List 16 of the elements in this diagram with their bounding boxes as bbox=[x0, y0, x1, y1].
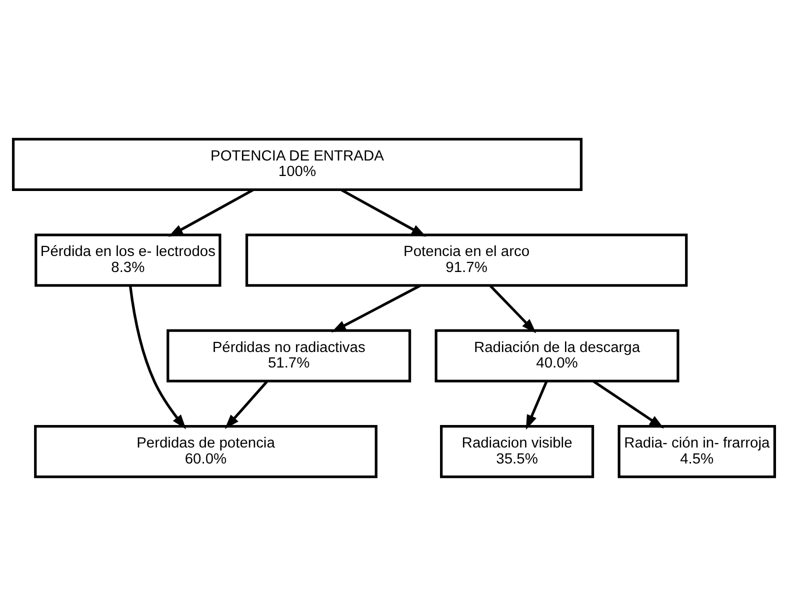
arrow bbox=[331, 284, 421, 332]
node-box: Perdidas de potencia 60.0% bbox=[34, 425, 378, 478]
arrow bbox=[592, 380, 664, 428]
node-box: Pérdidas no radiactivas 51.7% bbox=[166, 329, 412, 382]
arrow bbox=[224, 380, 268, 430]
node-box: Radiación de la descarga 40.0% bbox=[434, 329, 680, 382]
arrow bbox=[128, 285, 186, 430]
arrow bbox=[489, 284, 536, 334]
node-box: Radiacion visible 35.5% bbox=[440, 425, 594, 478]
arrow bbox=[340, 188, 426, 237]
arrow bbox=[526, 380, 548, 430]
node-box: POTENCIA DE ENTRADA 100% bbox=[12, 138, 583, 191]
node-box: Pérdida en los e- lectrodos 8.3% bbox=[34, 234, 222, 287]
arrow bbox=[168, 188, 254, 237]
node-box: Radia- ción in- frarroja 4.5% bbox=[618, 425, 776, 478]
node-box: Potencia en el arco 91.7% bbox=[245, 234, 688, 287]
